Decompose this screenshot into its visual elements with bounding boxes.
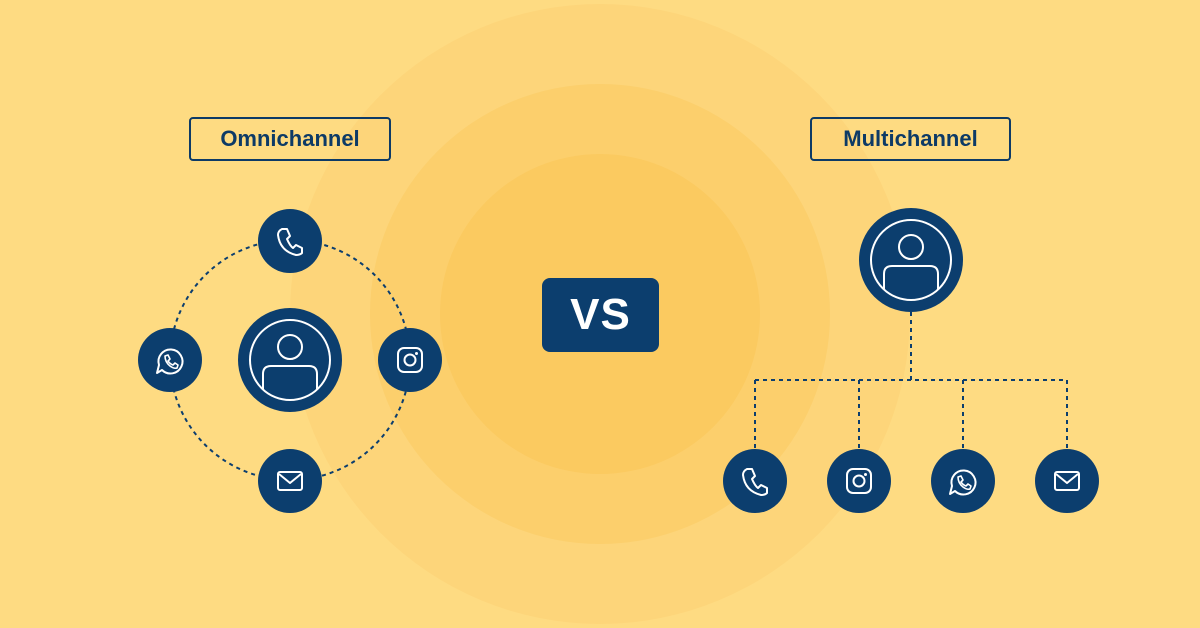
- multichannel-whatsapp-node: [931, 449, 995, 513]
- vs-badge: VS: [542, 278, 659, 352]
- omnichannel-mail-node: [258, 449, 322, 513]
- omnichannel-user-node: [238, 308, 342, 412]
- multichannel-instagram-node: [827, 449, 891, 513]
- multichannel-mail-node: [1035, 449, 1099, 513]
- multichannel-user-node: [859, 208, 963, 312]
- omnichannel-whatsapp-node: [138, 328, 202, 392]
- multichannel-phone-node: [723, 449, 787, 513]
- omnichannel-phone-node: [258, 209, 322, 273]
- omnichannel-instagram-node: [378, 328, 442, 392]
- multichannel-label: Multichannel: [810, 117, 1011, 161]
- omnichannel-label: Omnichannel: [189, 117, 391, 161]
- multichannel-connectors: [754, 312, 1068, 450]
